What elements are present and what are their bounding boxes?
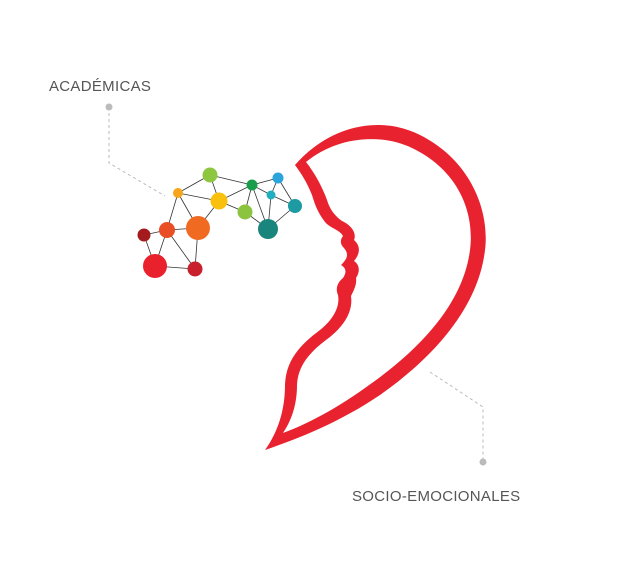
heart-outline (265, 125, 486, 450)
socio-leader-line (429, 371, 487, 466)
node-green-mid (237, 204, 253, 220)
label-academicas: ACADÉMICAS (49, 78, 152, 95)
node-orange-large (186, 216, 210, 240)
node-teal (288, 199, 302, 213)
node-blue (272, 172, 284, 184)
node-red-large (143, 254, 167, 278)
node-crimson (187, 261, 203, 277)
academic-leader-line (105, 103, 166, 197)
node-cyan-small (266, 190, 276, 200)
node-green-light (202, 167, 218, 183)
node-teal-dark (258, 219, 278, 239)
node-yellow (210, 192, 228, 210)
heart-face-profile-icon (265, 125, 486, 450)
network-nodes (137, 167, 302, 278)
socio-leader-path (429, 371, 484, 462)
label-socio-emocionales: SOCIO-EMOCIONALES (352, 488, 521, 505)
node-orange-small (173, 188, 183, 198)
academic-leader-path (108, 107, 166, 197)
neural-network-icon (137, 167, 302, 278)
socio-leader-dot (479, 458, 487, 466)
node-red-orange (159, 222, 175, 238)
node-green-dark (246, 179, 258, 191)
node-maroon (137, 228, 151, 242)
